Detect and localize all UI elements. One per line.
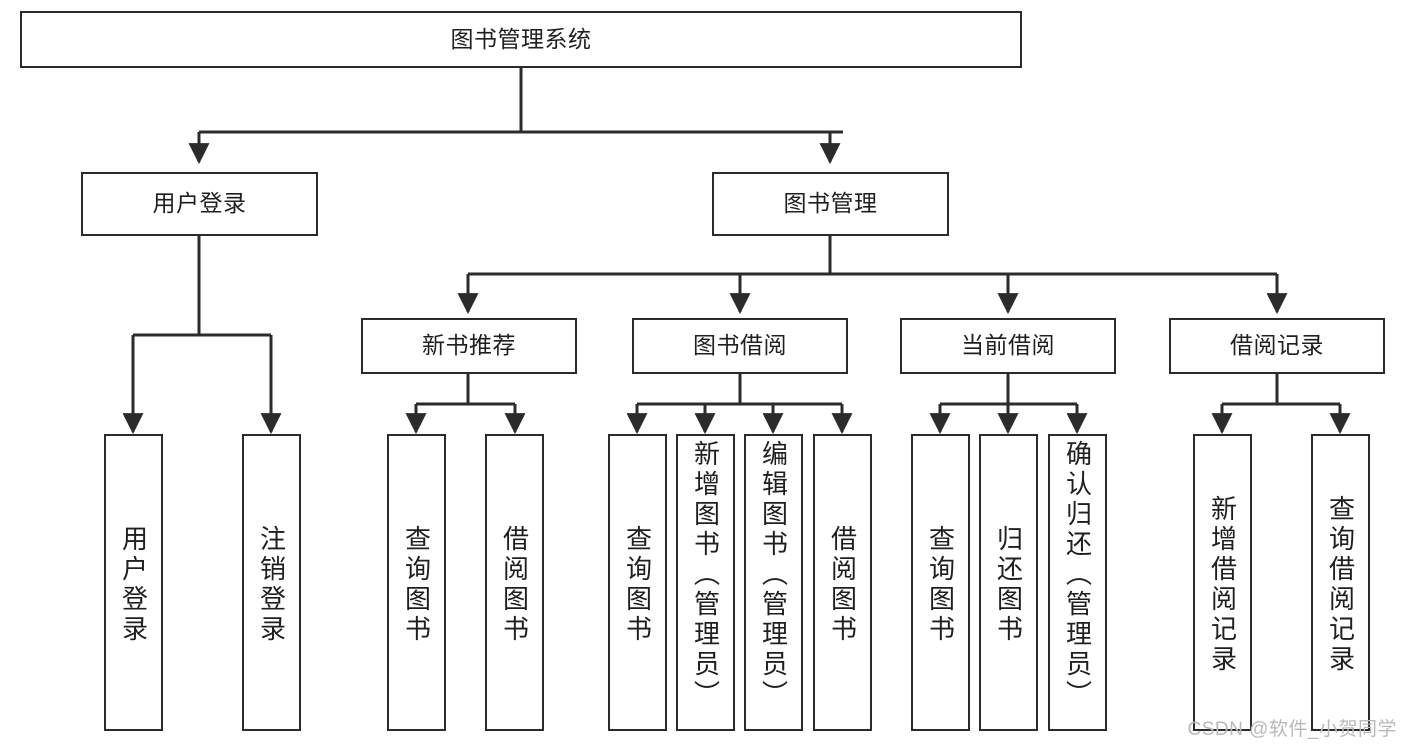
node-new-book-recommend[interactable]: 新书推荐: [361, 318, 577, 374]
leaf-user-login-signin-label: 用户登录: [118, 524, 149, 645]
leaf-current-query-book-label: 查询图书: [925, 524, 956, 645]
leaf-borrow-query-book[interactable]: 查询图书: [608, 434, 667, 731]
leaf-recommend-borrow-book-label: 借阅图书: [499, 524, 530, 645]
leaf-user-login-signout[interactable]: 注销登录: [242, 434, 301, 731]
leaf-borrow-add-book[interactable]: 新增图书（管理员）: [676, 434, 735, 731]
node-book-management-label: 图书管理: [783, 190, 878, 217]
node-root-label: 图书管理系统: [450, 25, 592, 52]
node-new-book-recommend-label: 新书推荐: [422, 332, 516, 359]
leaf-recommend-borrow-book[interactable]: 借阅图书: [485, 434, 544, 731]
leaf-current-return-book-label: 归还图书: [993, 524, 1024, 645]
leaf-recommend-query-book-label: 查询图书: [401, 524, 432, 645]
node-book-borrow-label: 图书借阅: [693, 332, 787, 359]
leaf-user-login-signin[interactable]: 用户登录: [104, 434, 163, 731]
node-borrow-record[interactable]: 借阅记录: [1169, 318, 1385, 374]
leaf-record-add-record-label: 新增借阅记录: [1207, 494, 1238, 675]
leaf-record-add-record[interactable]: 新增借阅记录: [1193, 434, 1252, 731]
node-user-login[interactable]: 用户登录: [81, 172, 318, 236]
leaf-borrow-borrow-book-label: 借阅图书: [827, 524, 858, 645]
node-current-borrow[interactable]: 当前借阅: [900, 318, 1116, 374]
leaf-record-query-record-label: 查询借阅记录: [1325, 494, 1356, 675]
leaf-borrow-query-book-label: 查询图书: [622, 524, 653, 645]
node-root[interactable]: 图书管理系统: [20, 11, 1022, 68]
leaf-user-login-signout-label: 注销登录: [256, 524, 287, 645]
node-book-management[interactable]: 图书管理: [712, 172, 949, 236]
node-current-borrow-label: 当前借阅: [961, 332, 1055, 359]
leaf-recommend-query-book[interactable]: 查询图书: [387, 434, 446, 731]
leaf-current-query-book[interactable]: 查询图书: [911, 434, 970, 731]
leaf-current-confirm-return-label: 确认归还（管理员）: [1062, 440, 1093, 710]
leaf-borrow-borrow-book[interactable]: 借阅图书: [813, 434, 872, 731]
node-borrow-record-label: 借阅记录: [1230, 332, 1324, 359]
leaf-borrow-add-book-label: 新增图书（管理员）: [690, 440, 721, 710]
csdn-watermark: CSDN @软件_小贺同学: [1187, 719, 1397, 740]
node-book-borrow[interactable]: 图书借阅: [632, 318, 848, 374]
leaf-borrow-edit-book-label: 编辑图书（管理员）: [758, 440, 789, 710]
leaf-current-confirm-return[interactable]: 确认归还（管理员）: [1048, 434, 1107, 731]
node-user-login-label: 用户登录: [152, 190, 247, 217]
leaf-current-return-book[interactable]: 归还图书: [979, 434, 1038, 731]
leaf-record-query-record[interactable]: 查询借阅记录: [1311, 434, 1370, 731]
leaf-borrow-edit-book[interactable]: 编辑图书（管理员）: [744, 434, 803, 731]
